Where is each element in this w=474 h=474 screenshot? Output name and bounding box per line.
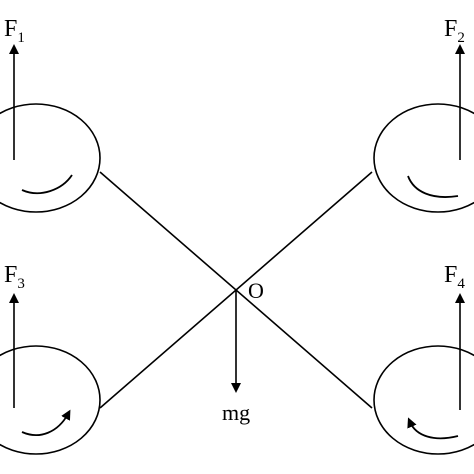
rotor-3-ellipse [0,345,101,455]
label-f2: F2 [444,16,465,46]
rotor-4-ellipse [373,345,474,455]
rotor-4 [373,293,474,455]
label-f3: F3 [4,262,25,292]
rotor-3-rotation-arc [21,409,71,436]
rotor-2 [373,44,474,213]
rotor-2-rotation-arc [407,175,459,198]
rotor-1 [0,44,101,213]
label-center-o: O [248,278,264,303]
rotor-2-ellipse [373,103,474,213]
rotor-1-rotation-arc [21,174,73,195]
rotor-3 [0,293,101,455]
label-f1: F1 [4,16,25,46]
rotor-4-rotation-arc [407,417,459,440]
rotor-1-ellipse [0,103,101,213]
label-f4: F4 [444,262,465,292]
label-weight-mg: mg [222,400,250,425]
